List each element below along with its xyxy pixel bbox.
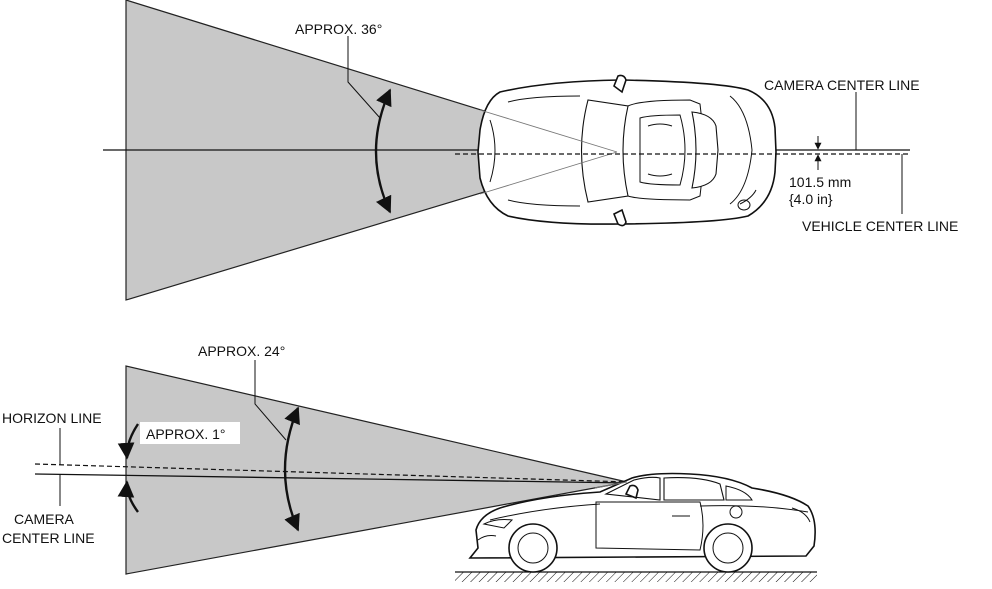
side-field-of-view-cone (125, 365, 628, 575)
front-wheel (508, 523, 558, 573)
rear-wheel (703, 523, 753, 573)
car-side-view (468, 472, 816, 573)
car-top-view (477, 74, 777, 227)
top-camera-center-line-label: CAMERA CENTER LINE (764, 77, 920, 93)
tilt-angle-arrow-lower (117, 480, 139, 513)
horizon-line (34, 463, 631, 483)
side-fov-angle-label: APPROX. 24° (198, 343, 285, 359)
offset-in-label: {4.0 in} (789, 191, 833, 207)
top-fov-leader (347, 36, 381, 119)
offset-mm-label: 101.5 mm (789, 174, 851, 190)
side-fov-angle-arrow (283, 406, 300, 532)
tilt-label-background (140, 422, 240, 444)
top-fov-angle-label: APPROX. 36° (295, 21, 382, 37)
vehicle-center-line-label: VEHICLE CENTER LINE (802, 218, 958, 234)
tilt-angle-arrow-upper (117, 423, 139, 460)
top-fov-angle-arrow (374, 88, 392, 214)
side-view: APPROX. 24° APPROX. 1° HORIZON LINE CAME… (2, 343, 817, 582)
horizon-line-label: HORIZON LINE (2, 410, 102, 426)
tilt-angle-label: APPROX. 1° (146, 426, 226, 442)
ground-hatch (455, 572, 817, 582)
side-camera-label-line2: CENTER LINE (2, 530, 95, 546)
top-view: APPROX. 36° CAMERA CENTER LINE 101.5 mm … (103, 0, 958, 301)
side-fov-leader (254, 360, 287, 441)
side-camera-label-line1: CAMERA (14, 511, 75, 527)
side-camera-center-line (34, 473, 631, 484)
